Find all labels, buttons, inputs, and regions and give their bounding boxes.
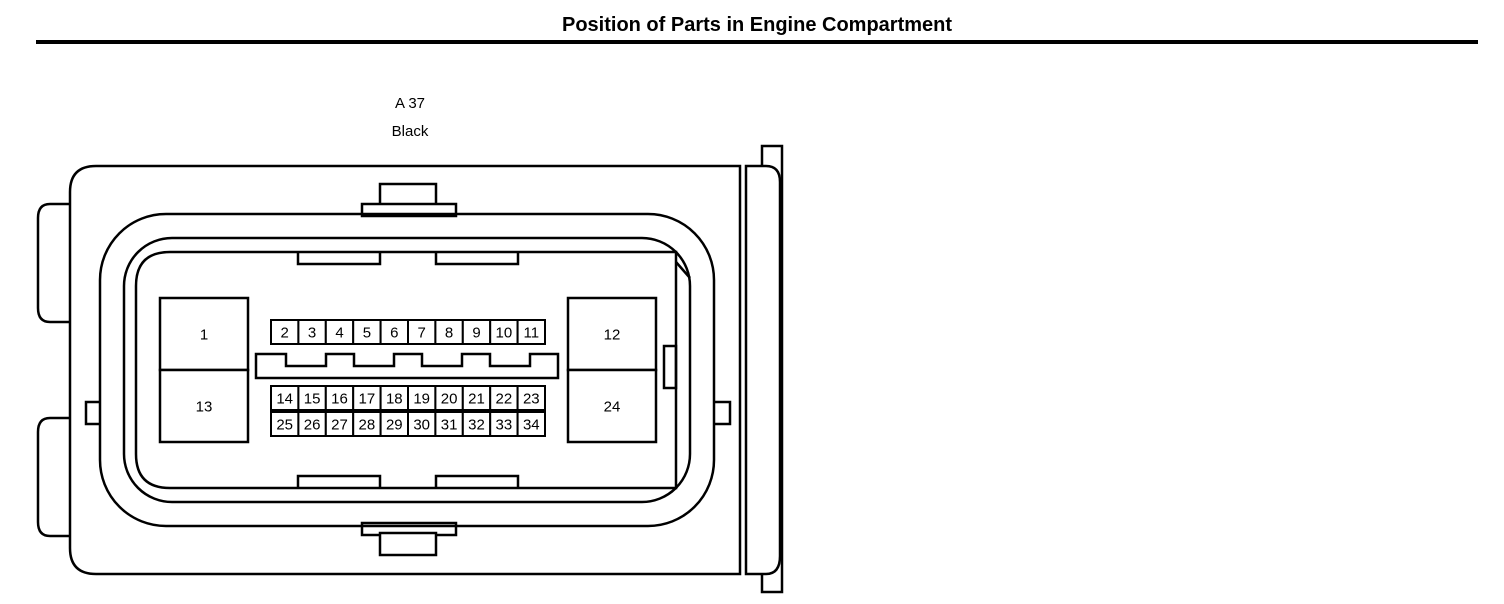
pin-cavity — [134, 250, 678, 490]
pin-9-label: 9 — [472, 324, 480, 341]
title-underline — [36, 40, 1478, 44]
top-latch-tab — [378, 182, 438, 208]
bottom-rib-right — [434, 474, 520, 488]
pin-13-label: 13 — [196, 398, 213, 415]
pin-11-cell — [516, 319, 546, 345]
pin-33-label: 33 — [496, 416, 513, 433]
pin-22-cell — [489, 385, 519, 411]
pin-12-cell — [566, 296, 658, 372]
pin-17-cell — [352, 385, 382, 411]
pin-7-label: 7 — [418, 324, 426, 341]
pin-24-label: 24 — [604, 398, 621, 415]
pin-5-label: 5 — [363, 324, 371, 341]
pin-22-label: 22 — [496, 390, 513, 407]
pin-18-label: 18 — [386, 390, 403, 407]
pin-34-label: 34 — [523, 416, 540, 433]
pin-1-label: 1 — [200, 326, 208, 343]
seal-notch-left — [84, 400, 100, 426]
pin-30-label: 30 — [413, 416, 430, 433]
pin-25-label: 25 — [276, 416, 293, 433]
pin-13-cell — [158, 368, 250, 444]
pin-28-label: 28 — [359, 416, 376, 433]
pin-25-cell — [270, 411, 300, 437]
seal-notch-right — [714, 400, 732, 426]
pin-6-label: 6 — [390, 324, 398, 341]
top-rib-right — [434, 252, 520, 266]
pin-23-label: 23 — [523, 390, 540, 407]
left-clip-bottom — [36, 416, 70, 538]
pin-24-cell — [566, 368, 658, 444]
pin-23-cell — [516, 385, 546, 411]
pin-10-label: 10 — [496, 324, 513, 341]
pin-3-label: 3 — [308, 324, 316, 341]
pin-15-label: 15 — [304, 390, 321, 407]
pin-16-label: 16 — [331, 390, 348, 407]
seal-ring-inner — [122, 236, 692, 504]
pin-33-cell — [489, 411, 519, 437]
pin-20-label: 20 — [441, 390, 458, 407]
center-key-bar — [254, 352, 560, 380]
seal-ring-outer — [98, 212, 716, 528]
pin-19-label: 19 — [413, 390, 430, 407]
top-rib-left — [296, 252, 382, 266]
pin-27-cell — [324, 411, 355, 437]
pin-10-cell — [489, 319, 519, 345]
pin-21-label: 21 — [468, 390, 485, 407]
left-clip-top — [36, 202, 70, 324]
pin-26-label: 26 — [304, 416, 321, 433]
pin-27-label: 27 — [331, 416, 348, 433]
pin-30-cell — [407, 411, 437, 437]
right-key — [662, 344, 678, 390]
pin-29-label: 29 — [386, 416, 403, 433]
lock-plate — [744, 164, 782, 576]
pin-14-label: 14 — [276, 390, 293, 407]
pin-8-label: 8 — [445, 324, 453, 341]
pin-1-cell — [158, 296, 250, 372]
pin-32-label: 32 — [468, 416, 485, 433]
connector-code: A 37 — [395, 95, 425, 112]
pin-2-label: 2 — [281, 324, 289, 341]
pin-8-cell — [434, 319, 464, 345]
pin-31-label: 31 — [441, 416, 458, 433]
pin-17-label: 17 — [359, 390, 376, 407]
bottom-rib-left — [296, 474, 382, 488]
pin-4-label: 4 — [335, 324, 343, 341]
bottom-latch-tab — [378, 531, 438, 557]
pin-16-cell — [324, 385, 355, 411]
connector-housing — [68, 164, 742, 576]
connector-color: Black — [392, 123, 429, 140]
pin-11-label: 11 — [524, 324, 540, 341]
pin-31-cell — [434, 411, 464, 437]
page-title: Position of Parts in Engine Compartment — [561, 14, 953, 36]
pin-12-label: 12 — [604, 326, 621, 343]
pin-20-cell — [434, 385, 464, 411]
pin-34-cell — [516, 411, 546, 437]
